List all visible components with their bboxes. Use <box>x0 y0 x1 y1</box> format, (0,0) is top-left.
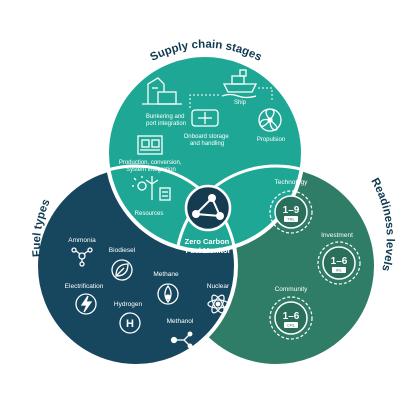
community-gauge: 1–6 CRL <box>269 296 313 340</box>
methane-icon <box>157 283 179 305</box>
investment-abbr: IRL <box>336 268 343 273</box>
onboard-storage-label: Onboard storage and handling <box>184 134 231 147</box>
electrification-label: Electrification <box>65 283 104 290</box>
methanol-icon <box>170 331 193 349</box>
ship-label: Ship <box>234 100 247 106</box>
propulsion-label: Propulsion <box>257 137 285 143</box>
investment-label: Investment <box>321 232 353 239</box>
methane-label: Methane <box>153 271 179 278</box>
methanol-label: Methanol <box>167 318 194 325</box>
bunkering-label: Bunkering and port integration <box>146 114 186 127</box>
svg-text:H: H <box>126 318 134 330</box>
nuclear-icon <box>207 294 229 314</box>
community-range: 1–6 <box>283 311 300 322</box>
investment-gauge: 1–6 IRL <box>317 241 361 285</box>
hydrogen-label: Hydrogen <box>114 301 143 308</box>
center-title: Zero Carbon Fuel Monitor <box>185 237 232 255</box>
connector-lines <box>189 87 273 108</box>
biodiesel-icon <box>111 259 133 281</box>
propulsion-icon <box>258 108 282 132</box>
production-icon <box>137 135 163 155</box>
resources-label: Resources <box>135 211 164 217</box>
bunkering-icon <box>142 77 182 105</box>
ship-icon <box>221 69 258 99</box>
resources-icon <box>132 176 171 201</box>
technology-abbr: TRL <box>287 217 295 222</box>
center-logo <box>184 184 232 232</box>
ammonia-icon <box>71 247 93 267</box>
technology-range: 1–9 <box>283 205 300 216</box>
technology-gauge: 1–9 TRL <box>269 190 313 234</box>
onboard-storage-icon <box>191 109 219 127</box>
nuclear-label: Nuclear <box>207 283 230 290</box>
hydrogen-icon: H <box>119 312 141 334</box>
biodiesel-label: Biodiesel <box>109 247 136 254</box>
community-abbr: CRL <box>287 323 296 328</box>
technology-label: Technology <box>275 179 309 186</box>
electrification-icon <box>75 293 97 315</box>
production-label: Production, conversion, System integrati… <box>119 160 183 173</box>
investment-range: 1–6 <box>331 256 348 267</box>
ammonia-label: Ammonia <box>68 237 96 244</box>
community-label: Community <box>275 286 309 293</box>
